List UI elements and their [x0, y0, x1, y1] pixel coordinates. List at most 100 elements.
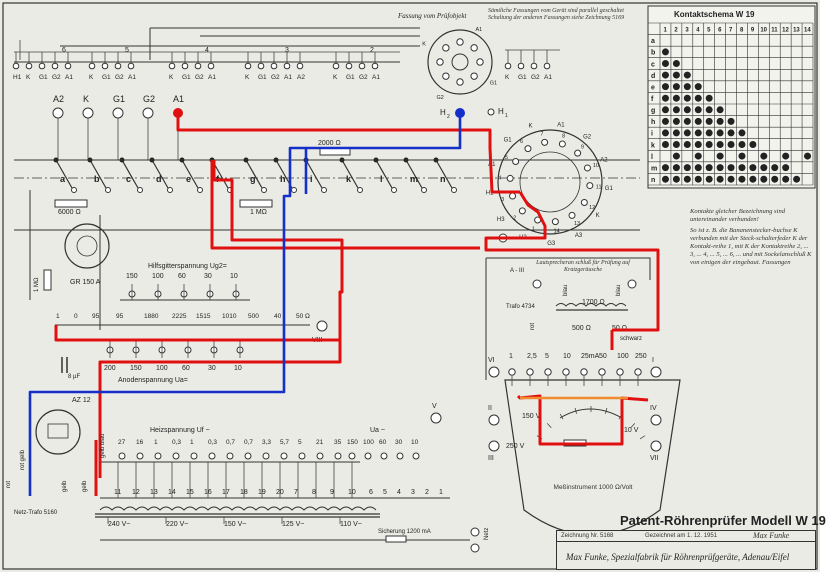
top-pin[interactable]: [244, 62, 252, 70]
top-pin[interactable]: [270, 62, 278, 70]
top-pin[interactable]: [296, 62, 304, 70]
top-pin[interactable]: [25, 62, 33, 70]
switch-contact[interactable]: [321, 187, 327, 193]
top-pin[interactable]: [127, 62, 135, 70]
iv-socket[interactable]: [650, 414, 662, 426]
test-socket-electrode: G1: [605, 186, 614, 192]
ii-socket[interactable]: [488, 414, 500, 426]
meter-range-socket[interactable]: [580, 368, 588, 376]
right-top-pin[interactable]: [530, 62, 538, 70]
top-pin[interactable]: [358, 62, 366, 70]
switch-contact[interactable]: [357, 187, 363, 193]
top-pin[interactable]: [332, 62, 340, 70]
heiz-contact[interactable]: [136, 452, 144, 460]
heiz-contact[interactable]: [172, 452, 180, 460]
top-pin[interactable]: [345, 62, 353, 70]
contact-dot: [661, 164, 669, 172]
group-number: 4: [205, 47, 209, 54]
top-pin[interactable]: [51, 62, 59, 70]
contact-dot: [727, 141, 735, 148]
v-socket[interactable]: [430, 412, 442, 424]
meter-range-socket[interactable]: [544, 368, 552, 376]
viii-socket[interactable]: [316, 320, 328, 332]
right-top-pin[interactable]: [517, 62, 525, 70]
heiz-contact[interactable]: [262, 452, 270, 460]
switch-contact[interactable]: [261, 187, 267, 193]
heiz-value: 1: [190, 439, 194, 446]
switch-contact[interactable]: [391, 187, 397, 193]
test-socket-electrode: A1: [557, 122, 565, 128]
meter-range-socket[interactable]: [562, 368, 570, 376]
banana-socket[interactable]: [52, 107, 64, 119]
meter-range-socket[interactable]: [616, 368, 624, 376]
top-pin[interactable]: [12, 62, 20, 70]
meter-range-socket[interactable]: [508, 368, 516, 376]
heiz-contact[interactable]: [334, 452, 342, 460]
top-pin[interactable]: [168, 62, 176, 70]
switch-contact[interactable]: [421, 187, 427, 193]
heiz-contact[interactable]: [226, 452, 234, 460]
switch-contact[interactable]: [197, 187, 203, 193]
heiz-contact[interactable]: [208, 452, 216, 460]
meter-range-socket[interactable]: [598, 368, 606, 376]
right-top-pin[interactable]: [543, 62, 551, 70]
vi-socket[interactable]: [488, 366, 500, 378]
wire-color-schwarz: schwarz: [620, 336, 642, 342]
h1-socket[interactable]: [487, 108, 495, 116]
switch-contact[interactable]: [167, 187, 173, 193]
switch-contact[interactable]: [291, 187, 297, 193]
right-top-pin[interactable]: [504, 62, 512, 70]
socket-pin: [470, 44, 478, 52]
top-pin[interactable]: [101, 62, 109, 70]
anoden-resistor-label: 1: [56, 313, 60, 320]
heiz-contact[interactable]: [154, 452, 162, 460]
switch-contact[interactable]: [105, 187, 111, 193]
meter-range-socket[interactable]: [634, 368, 642, 376]
test-socket-electrode: A2: [600, 158, 608, 164]
i-socket[interactable]: [650, 366, 662, 378]
v-label: V: [432, 403, 437, 410]
netz-socket-2[interactable]: [470, 543, 480, 553]
heiz-contact[interactable]: [316, 452, 324, 460]
ua-ac-contact[interactable]: [364, 452, 372, 460]
ua-ac-number: 1: [439, 489, 443, 496]
ua-ac-contact[interactable]: [412, 452, 420, 460]
top-pin[interactable]: [38, 62, 46, 70]
ua-ac-contact[interactable]: [380, 452, 388, 460]
heiz-contact[interactable]: [280, 452, 288, 460]
anoden-value: 30: [208, 365, 216, 372]
top-pin[interactable]: [88, 62, 96, 70]
iii-socket[interactable]: [488, 440, 500, 452]
heiz-value: 5,7: [280, 439, 289, 446]
heiz-contact[interactable]: [190, 452, 198, 460]
top-pin[interactable]: [371, 62, 379, 70]
speaker-socket-2[interactable]: [627, 279, 637, 289]
top-pin[interactable]: [283, 62, 291, 70]
top-pin[interactable]: [194, 62, 202, 70]
heiz-contact[interactable]: [118, 452, 126, 460]
top-pin[interactable]: [114, 62, 122, 70]
meter-range-socket[interactable]: [526, 368, 534, 376]
top-pin[interactable]: [257, 62, 265, 70]
banana-socket[interactable]: [142, 107, 154, 119]
switch-contact[interactable]: [137, 187, 143, 193]
heiz-contact[interactable]: [298, 452, 306, 460]
speaker-socket-1[interactable]: [532, 279, 542, 289]
heiz-contact[interactable]: [244, 452, 252, 460]
ua-ac-contact[interactable]: [348, 452, 356, 460]
switch-contact[interactable]: [71, 187, 77, 193]
banana-socket[interactable]: [112, 107, 124, 119]
heiz-number: 16: [204, 489, 212, 496]
ua-ac-contact[interactable]: [396, 452, 404, 460]
contact-dot: [804, 152, 812, 160]
iv-label: IV: [650, 405, 657, 412]
switch-contact[interactable]: [451, 187, 457, 193]
banana-socket[interactable]: [82, 107, 94, 119]
top-pin[interactable]: [207, 62, 215, 70]
vii-socket[interactable]: [650, 440, 662, 452]
top-pin[interactable]: [181, 62, 189, 70]
socket-pin-label: G1: [490, 81, 497, 87]
contact-dot: [683, 175, 691, 183]
netz-socket-1[interactable]: [470, 527, 480, 537]
top-pin[interactable]: [64, 62, 72, 70]
